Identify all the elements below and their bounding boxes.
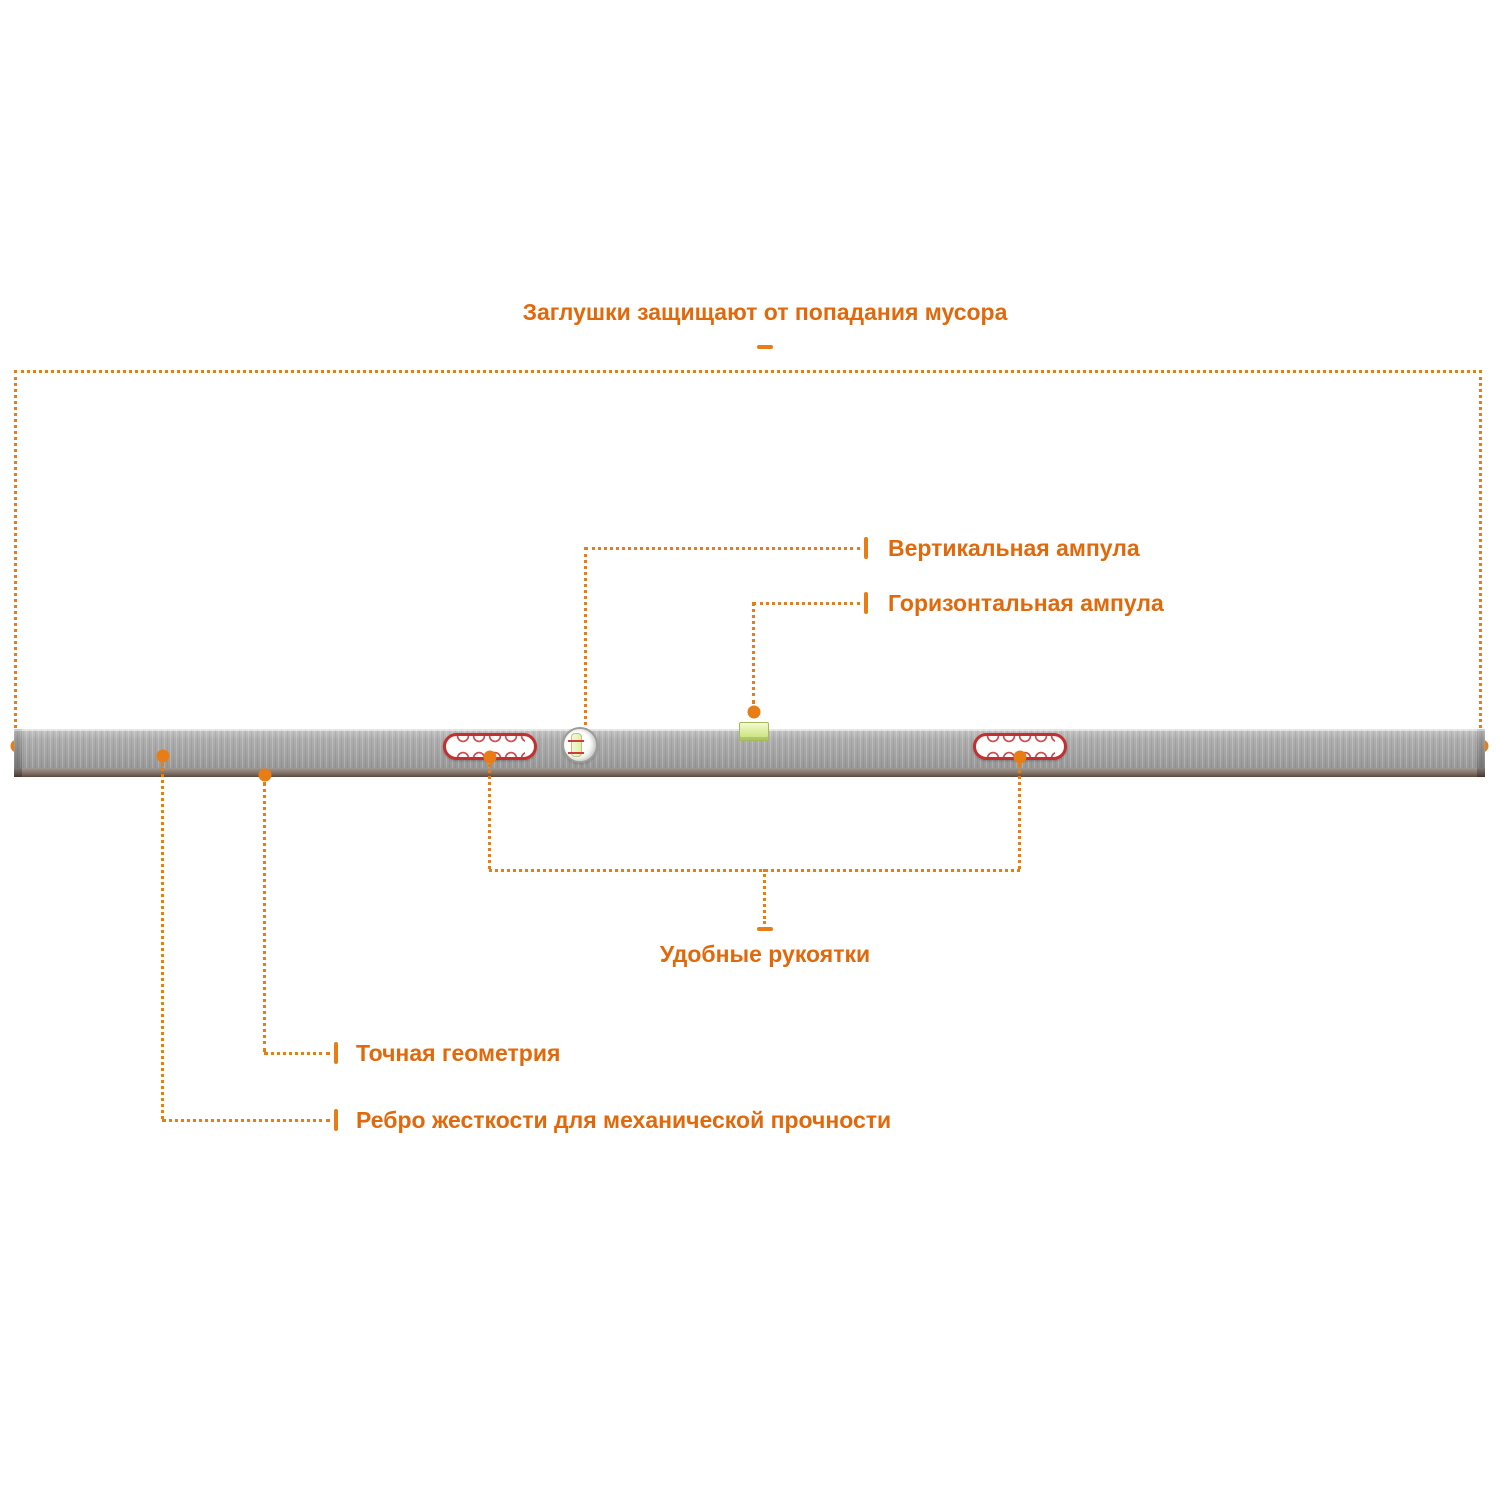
annotation-endcaps-tick bbox=[757, 345, 773, 349]
annotation-rib-leader-horizontal bbox=[162, 1119, 330, 1122]
annotation-vertical-vial-leader-vertical bbox=[584, 547, 587, 731]
annotation-rib-tick bbox=[334, 1109, 338, 1131]
annotation-endcaps-leader-right bbox=[1479, 370, 1482, 740]
annotation-rib-dot bbox=[156, 749, 170, 763]
annotation-geometry-leader-horizontal bbox=[264, 1052, 330, 1055]
spirit-level bbox=[14, 722, 1485, 777]
annotation-geometry-tick bbox=[334, 1042, 338, 1064]
vertical-vial-marks bbox=[568, 740, 584, 754]
annotation-vertical-vial-tick bbox=[864, 537, 868, 559]
annotation-endcaps-leader-left bbox=[14, 370, 17, 740]
annotation-handles-leader-left bbox=[488, 764, 491, 869]
annotation-endcaps-leader-horizontal bbox=[14, 370, 1482, 373]
handle-grip-decoration bbox=[455, 736, 525, 744]
handle-grip-decoration bbox=[985, 736, 1055, 744]
annotation-handles-dot-right bbox=[1013, 750, 1027, 764]
annotation-rib-label: Ребро жесткости для механической прочнос… bbox=[356, 1107, 892, 1133]
annotation-vertical-vial-leader-horizontal bbox=[585, 547, 860, 550]
vertical-vial bbox=[562, 727, 598, 763]
annotation-handles-dot-left bbox=[483, 750, 497, 764]
end-cap-right bbox=[1477, 729, 1485, 777]
end-cap-left bbox=[14, 729, 22, 777]
horizontal-vial bbox=[739, 722, 769, 741]
annotation-handles-label: Удобные рукоятки bbox=[659, 941, 871, 967]
annotation-horizontal-vial-label: Горизонтальная ампула bbox=[888, 590, 1164, 616]
annotation-endcaps-label: Заглушки защищают от попадания мусора bbox=[522, 299, 1008, 325]
annotation-handles-tick bbox=[757, 927, 773, 931]
annotation-horizontal-vial-tick bbox=[864, 592, 868, 614]
annotation-handles-leader-horizontal bbox=[489, 869, 1020, 872]
annotation-geometry-dot bbox=[258, 768, 272, 782]
annotation-handles-leader-center bbox=[763, 869, 766, 924]
annotation-vertical-vial-label: Вертикальная ампула bbox=[888, 535, 1140, 561]
annotation-horizontal-vial-leader-vertical bbox=[752, 602, 755, 704]
annotation-rib-leader-vertical bbox=[161, 763, 164, 1119]
annotation-geometry-leader-vertical bbox=[263, 782, 266, 1052]
annotation-horizontal-vial-dot bbox=[747, 705, 761, 719]
annotation-horizontal-vial-leader-horizontal bbox=[753, 602, 860, 605]
annotation-handles-leader-right bbox=[1018, 764, 1021, 869]
vertical-vial-tube bbox=[571, 733, 582, 757]
annotation-geometry-label: Точная геометрия bbox=[356, 1040, 561, 1066]
stiffening-rib bbox=[14, 768, 1485, 777]
